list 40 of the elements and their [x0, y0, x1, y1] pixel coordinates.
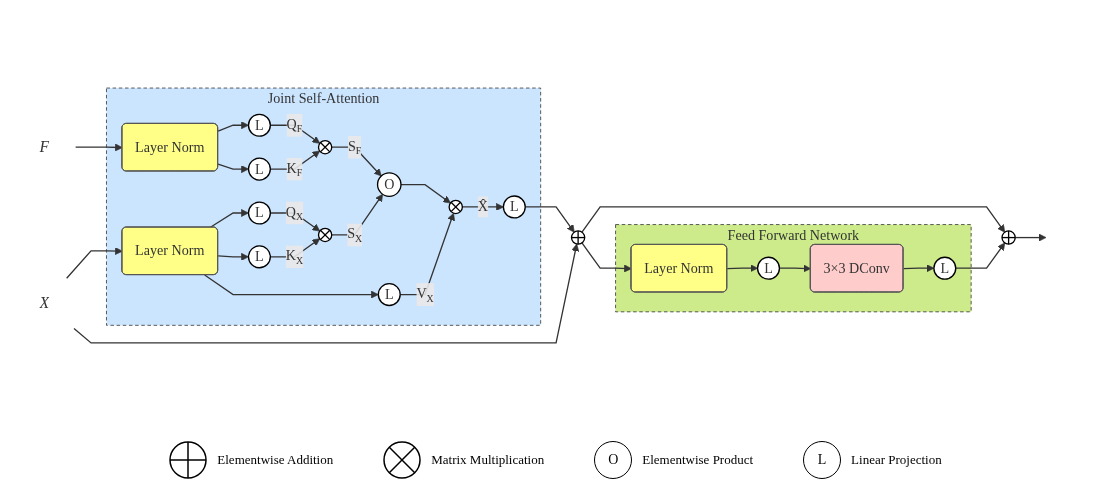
edge-label: Q$_{X}$ — [285, 203, 303, 222]
arrow — [399, 212, 455, 295]
arrow — [902, 263, 934, 272]
edge-label: S$_{X}$ — [346, 225, 362, 244]
edge-label: X̂ — [477, 198, 488, 214]
arrow — [778, 264, 811, 272]
edge-label: K$_{F}$ — [286, 159, 302, 178]
node-circle: O — [376, 171, 402, 197]
node-circle: L — [932, 256, 956, 280]
legend-text: Elementwise Addition — [217, 452, 334, 468]
arrow — [74, 143, 123, 151]
edge-label: V$_{X}$ — [415, 285, 434, 304]
node-circle: L — [502, 194, 526, 219]
arrow — [72, 243, 579, 344]
node-text: X — [38, 293, 49, 312]
arrow — [1014, 233, 1046, 241]
node-circle: L — [247, 244, 271, 268]
arrow — [330, 193, 383, 236]
arrow — [65, 246, 123, 279]
arrow — [524, 205, 575, 233]
legend-text: Linear Projection — [851, 452, 942, 468]
edge-label: Q$_{F}$ — [286, 115, 302, 134]
arrow — [216, 252, 249, 261]
arrow — [726, 263, 758, 272]
arrow — [580, 241, 632, 272]
legend-text: Matrix Multiplication — [431, 452, 545, 468]
node-circle: L — [247, 157, 271, 181]
legend-text: Elementwise Product — [642, 452, 754, 468]
node-text: F — [38, 137, 49, 156]
node-circle: L — [247, 113, 271, 137]
arrow — [580, 205, 1005, 233]
legend-symbol: L — [803, 441, 842, 479]
node-circle: L — [756, 256, 780, 280]
edge-label: K$_{X}$ — [285, 247, 303, 266]
node-circle: L — [247, 200, 271, 225]
legend-symbol: O — [594, 441, 633, 479]
edge-label: S$_{F}$ — [347, 137, 361, 156]
node-circle: L — [377, 282, 401, 306]
arrow — [216, 120, 249, 132]
arrow — [216, 163, 249, 173]
